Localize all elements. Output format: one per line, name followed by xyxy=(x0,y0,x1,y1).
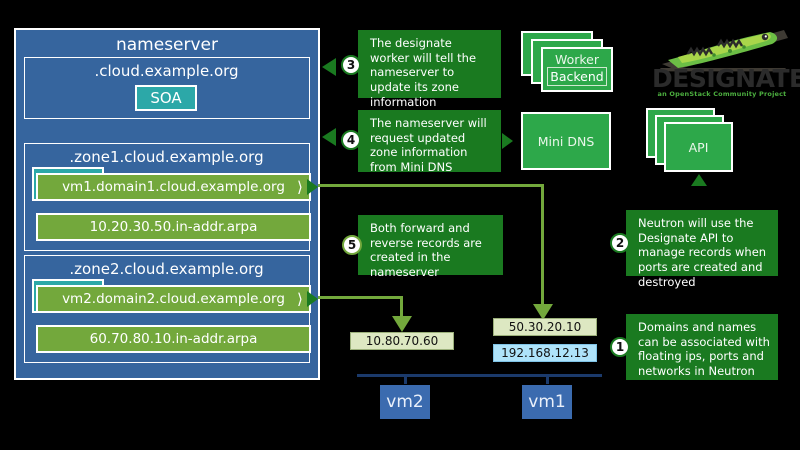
callout-1-badge: 1 xyxy=(610,337,630,357)
zone2-forward-record: vm2.domain2.cloud.example.org xyxy=(36,285,311,313)
worker-box: Worker xyxy=(541,47,613,92)
vm1-network-stub xyxy=(546,374,549,384)
callout-4: The nameserver will request updated zone… xyxy=(358,110,501,175)
zone1-reverse-record: 10.20.30.50.in-addr.arpa xyxy=(36,213,311,241)
worker-label: Worker xyxy=(554,52,600,67)
network-line xyxy=(357,374,602,377)
callout-1: Domains and names can be associated with… xyxy=(626,314,778,380)
callout-2-badge: 2 xyxy=(610,233,630,253)
zone1-connector-horizontal xyxy=(318,184,544,187)
callout-4-badge: 4 xyxy=(341,130,361,150)
zone2-reverse-record: 60.70.80.10.in-addr.arpa xyxy=(36,325,311,353)
callout-5-badge: 5 xyxy=(342,235,362,255)
alligator-icon xyxy=(660,30,788,72)
vm2-box: vm2 xyxy=(380,385,430,419)
zone1-forward-record: vm1.domain1.cloud.example.org xyxy=(36,173,311,201)
callout-4-to-minidns-arrow xyxy=(502,133,513,149)
zone1-connector-vertical xyxy=(541,184,544,308)
callout-2-text: Neutron will use the Designate API to ma… xyxy=(638,216,767,289)
callout-1-text: Domains and names can be associated with… xyxy=(638,320,770,379)
vm2-network-stub xyxy=(404,374,407,384)
callout-3-badge: 3 xyxy=(341,55,361,75)
designate-logo: DESIGNATE an OpenStack Community Project xyxy=(652,24,800,106)
callout-5-text: Both forward and reverse records are cre… xyxy=(370,221,482,280)
neutron-to-api-arrow xyxy=(691,174,707,186)
callout-3-arrow xyxy=(322,58,336,76)
zone-label-1: .zone1.cloud.example.org xyxy=(69,148,264,166)
callout-4-text: The nameserver will request updated zone… xyxy=(370,116,487,175)
zone2-connector-vertical xyxy=(400,296,403,320)
designate-tagline: an OpenStack Community Project xyxy=(657,90,787,98)
zone1-forward-record-chevron: ⟩ xyxy=(297,178,303,196)
callout-2: Neutron will use the Designate API to ma… xyxy=(626,210,778,289)
nameserver-title: nameserver xyxy=(115,35,219,55)
zone-label-2: .zone2.cloud.example.org xyxy=(69,260,264,278)
zone2-connector-horizontal xyxy=(318,296,403,299)
api-box: API xyxy=(664,122,733,172)
callout-3-text: The designate worker will tell the names… xyxy=(370,36,477,109)
zone-label-root: .cloud.example.org xyxy=(94,62,239,80)
vm1-forward-ip: 50.30.20.10 xyxy=(493,318,597,336)
worker-backend-box: Backend xyxy=(547,67,607,86)
vm2-forward-ip: 10.80.70.60 xyxy=(350,332,454,350)
callout-4-arrow xyxy=(322,128,336,146)
callout-5: Both forward and reverse records are cre… xyxy=(358,215,503,279)
zone1-connector-arrowhead xyxy=(533,304,553,320)
vm1-box: vm1 xyxy=(522,385,572,419)
zone2-record-arrow-start xyxy=(307,291,318,307)
soa-record-box: SOA xyxy=(135,85,197,111)
zone2-forward-record-chevron: ⟩ xyxy=(297,290,303,308)
zone1-record-arrow-start xyxy=(307,179,318,195)
designate-wordmark: DESIGNATE xyxy=(652,64,800,93)
callout-3: The designate worker will tell the names… xyxy=(358,30,501,109)
vm1-reverse-ip: 192.168.12.13 xyxy=(493,344,597,362)
zone2-connector-arrowhead xyxy=(392,316,412,332)
minidns-box: Mini DNS xyxy=(521,112,611,170)
